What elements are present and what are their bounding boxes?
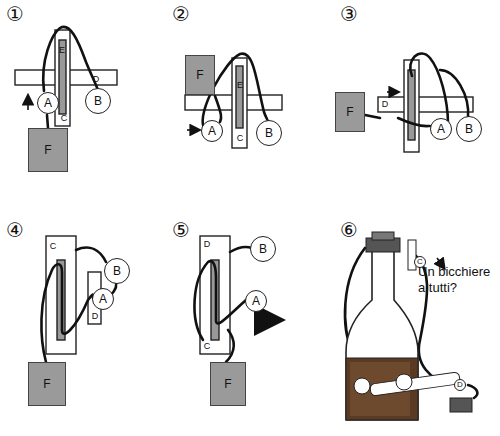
- part-letter: F: [43, 378, 50, 390]
- part-letter: B: [113, 265, 121, 277]
- ring-circle: B: [85, 88, 111, 114]
- weight-box: F: [185, 55, 215, 95]
- slot: [236, 66, 243, 128]
- part-letter: F: [44, 144, 51, 156]
- slot: [408, 70, 415, 140]
- part-letter: A: [437, 123, 445, 135]
- weight-box: F: [210, 362, 246, 406]
- ring-circle: B: [104, 258, 130, 284]
- part-letter: A: [99, 293, 107, 305]
- part-letter: B: [94, 95, 102, 107]
- part-letter: C: [50, 242, 57, 251]
- wooden-bar: [378, 97, 473, 112]
- ring-circle: A: [245, 290, 267, 312]
- bottle: [346, 232, 472, 420]
- part-letter: B: [259, 243, 267, 255]
- slot: [59, 40, 66, 114]
- part-letter: C: [61, 114, 68, 123]
- part-letter: D: [382, 100, 389, 109]
- part-letter: D: [92, 312, 99, 321]
- part-letter: D: [93, 75, 100, 84]
- part-letter: E: [59, 46, 65, 55]
- ring-circle: A: [201, 120, 223, 142]
- wooden-piece: [55, 30, 70, 126]
- part-letter: D: [204, 240, 211, 249]
- step-number: ②: [172, 4, 190, 24]
- weight-box: F: [335, 92, 365, 132]
- caption-note: Un bicchiere a tutti?: [418, 264, 498, 297]
- part-letter: F: [346, 106, 353, 118]
- ring-circle: B: [456, 116, 482, 142]
- weight-box: F: [28, 128, 68, 172]
- part-letter: B: [465, 123, 473, 135]
- part-letter: F: [196, 69, 203, 81]
- step-number: ③: [340, 4, 358, 24]
- ring-circle: A: [37, 92, 59, 114]
- weight-box: F: [28, 362, 66, 406]
- part-letter: C: [237, 134, 244, 143]
- wooden-piece: [232, 58, 247, 148]
- ring-circle: A: [430, 118, 452, 140]
- part-letter: E: [237, 81, 243, 90]
- part-letter: A: [208, 125, 216, 137]
- part-letter: D: [454, 379, 466, 391]
- part-letter: F: [224, 378, 231, 390]
- part-letter: A: [44, 97, 52, 109]
- ring-circle: B: [256, 120, 282, 146]
- step-number: ①: [6, 4, 24, 24]
- part-letter: B: [265, 127, 273, 139]
- step-number: ④: [6, 220, 24, 240]
- step-number: ⑤: [172, 220, 190, 240]
- step-number: ⑥: [340, 220, 358, 240]
- part-letter: A: [252, 295, 260, 307]
- part-letter: C: [204, 342, 211, 351]
- ring-circle: A: [92, 288, 114, 310]
- ring-circle: B: [250, 236, 276, 262]
